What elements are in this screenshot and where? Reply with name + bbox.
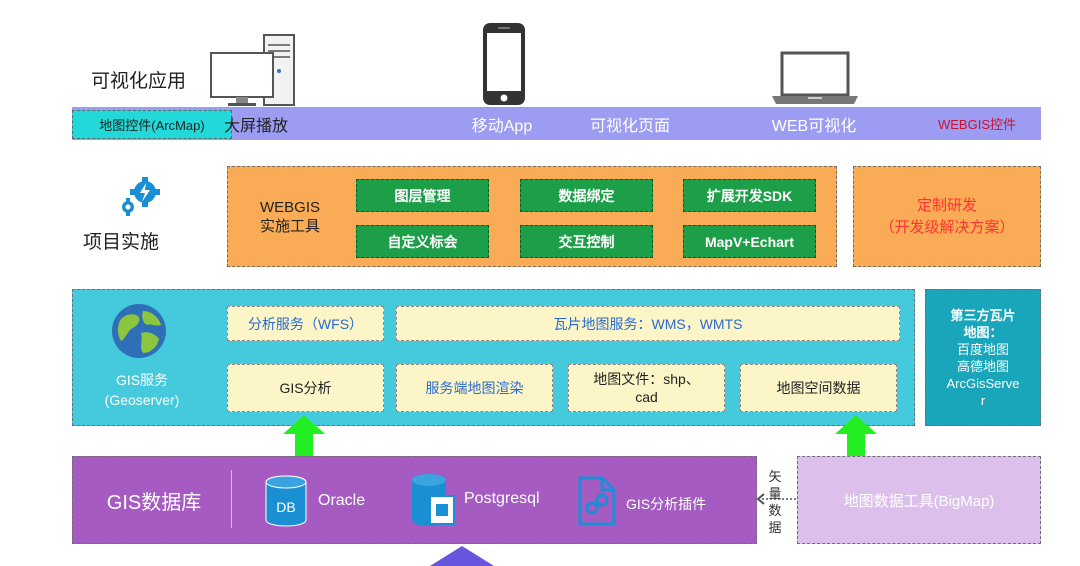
database-divider [231, 470, 232, 528]
document-database-icon [412, 474, 455, 526]
gaode-map-label: 高德地图 [956, 358, 1009, 374]
interaction-control-button[interactable]: 交互控制 [520, 225, 653, 258]
laptop-icon [772, 51, 858, 104]
plugin-icon [578, 476, 616, 526]
bigmap-tool-panel: 地图数据工具(BigMap) [797, 456, 1041, 544]
visual-page-label: 可视化页面 [589, 117, 670, 135]
oracle-label: Oracle [318, 492, 366, 509]
arcgis-server-label: ArcGisServe [946, 375, 1020, 391]
web-visual-label: WEB可视化 [771, 117, 857, 135]
postgresql-label: Postgresql [464, 490, 540, 507]
arcgis-server-label-end: r [980, 392, 986, 408]
impl-layer-title: 项目实施 [83, 232, 160, 253]
gears-icon [122, 177, 160, 216]
webgis-tool-title-line2: 实施工具 [259, 218, 320, 235]
tile-service-box: 瓦片地图服务：WMS，WMTS [396, 306, 900, 341]
up-arrow-left [283, 415, 325, 463]
layer-management-button[interactable]: 图层管理 [356, 179, 489, 212]
third-party-line2: 地图： [963, 324, 1003, 340]
custom-development-subtitle: （开发级解决方案） [879, 218, 1015, 236]
gis-plugin-label: GIS分析插件 [626, 496, 707, 512]
extension-sdk-button[interactable]: 扩展开发SDK [683, 179, 816, 212]
webgis-control-label: WEBGIS控件 [937, 117, 1016, 132]
device-band [72, 107, 1041, 140]
mobile-app-label: 移动App [471, 117, 533, 135]
third-party-line1: 第三方瓦片 [950, 307, 1016, 323]
map-file-line1: 地图文件：shp、 [593, 371, 700, 387]
left-arrow-icon [756, 493, 796, 505]
spatial-data-box: 地图空间数据 [740, 364, 897, 412]
gis-database-title: GIS数据库 [106, 491, 202, 514]
gis-service-title: GIS服务 [115, 372, 169, 388]
up-arrow-right [835, 415, 877, 463]
bottom-up-arrow [430, 546, 494, 566]
geoserver-label: (Geoserver) [104, 392, 180, 408]
custom-development-title: 定制研发 [916, 196, 977, 214]
mapv-echart-button[interactable]: MapV+Echart [683, 225, 816, 258]
third-party-tile-panel: 第三方瓦片 地图： 百度地图 高德地图 ArcGisServe r [925, 289, 1041, 426]
big-screen-label: 大屏播放 [223, 117, 288, 135]
db-icon-text: DB [276, 499, 295, 515]
app-layer-title: 可视化应用 [91, 71, 187, 92]
data-binding-button[interactable]: 数据绑定 [520, 179, 653, 212]
map-file-line2: cad [635, 389, 658, 405]
vector-data-char-2: 量 [768, 486, 782, 501]
gis-service-label: GIS服务 (Geoserver) [86, 368, 198, 412]
vector-data-char-4: 据 [768, 520, 782, 535]
webgis-tool-title-line1: WEBGIS [259, 199, 320, 216]
smartphone-icon [483, 23, 525, 105]
webgis-tool-title: WEBGIS 实施工具 [235, 190, 345, 244]
baidu-map-label: 百度地图 [956, 341, 1009, 357]
desktop-computer-icon [210, 34, 295, 106]
map-file-box: 地图文件：shp、 cad [568, 364, 725, 412]
vector-data-char-1: 矢 [768, 469, 782, 484]
custom-development-panel: 定制研发 （开发级解决方案） [853, 166, 1041, 267]
vector-data-char-3: 数 [768, 503, 782, 518]
arcmap-control-box: 地图控件(ArcMap) [72, 110, 232, 139]
custom-annotation-button[interactable]: 自定义标会 [356, 225, 489, 258]
vector-data-label: 矢 量 数 据 [766, 462, 784, 542]
server-render-box: 服务端地图渲染 [396, 364, 553, 412]
database-icon: DB [265, 475, 307, 527]
gis-analysis-box: GIS分析 [227, 364, 384, 412]
globe-icon [112, 304, 166, 358]
analysis-service-box: 分析服务（WFS） [227, 306, 384, 341]
